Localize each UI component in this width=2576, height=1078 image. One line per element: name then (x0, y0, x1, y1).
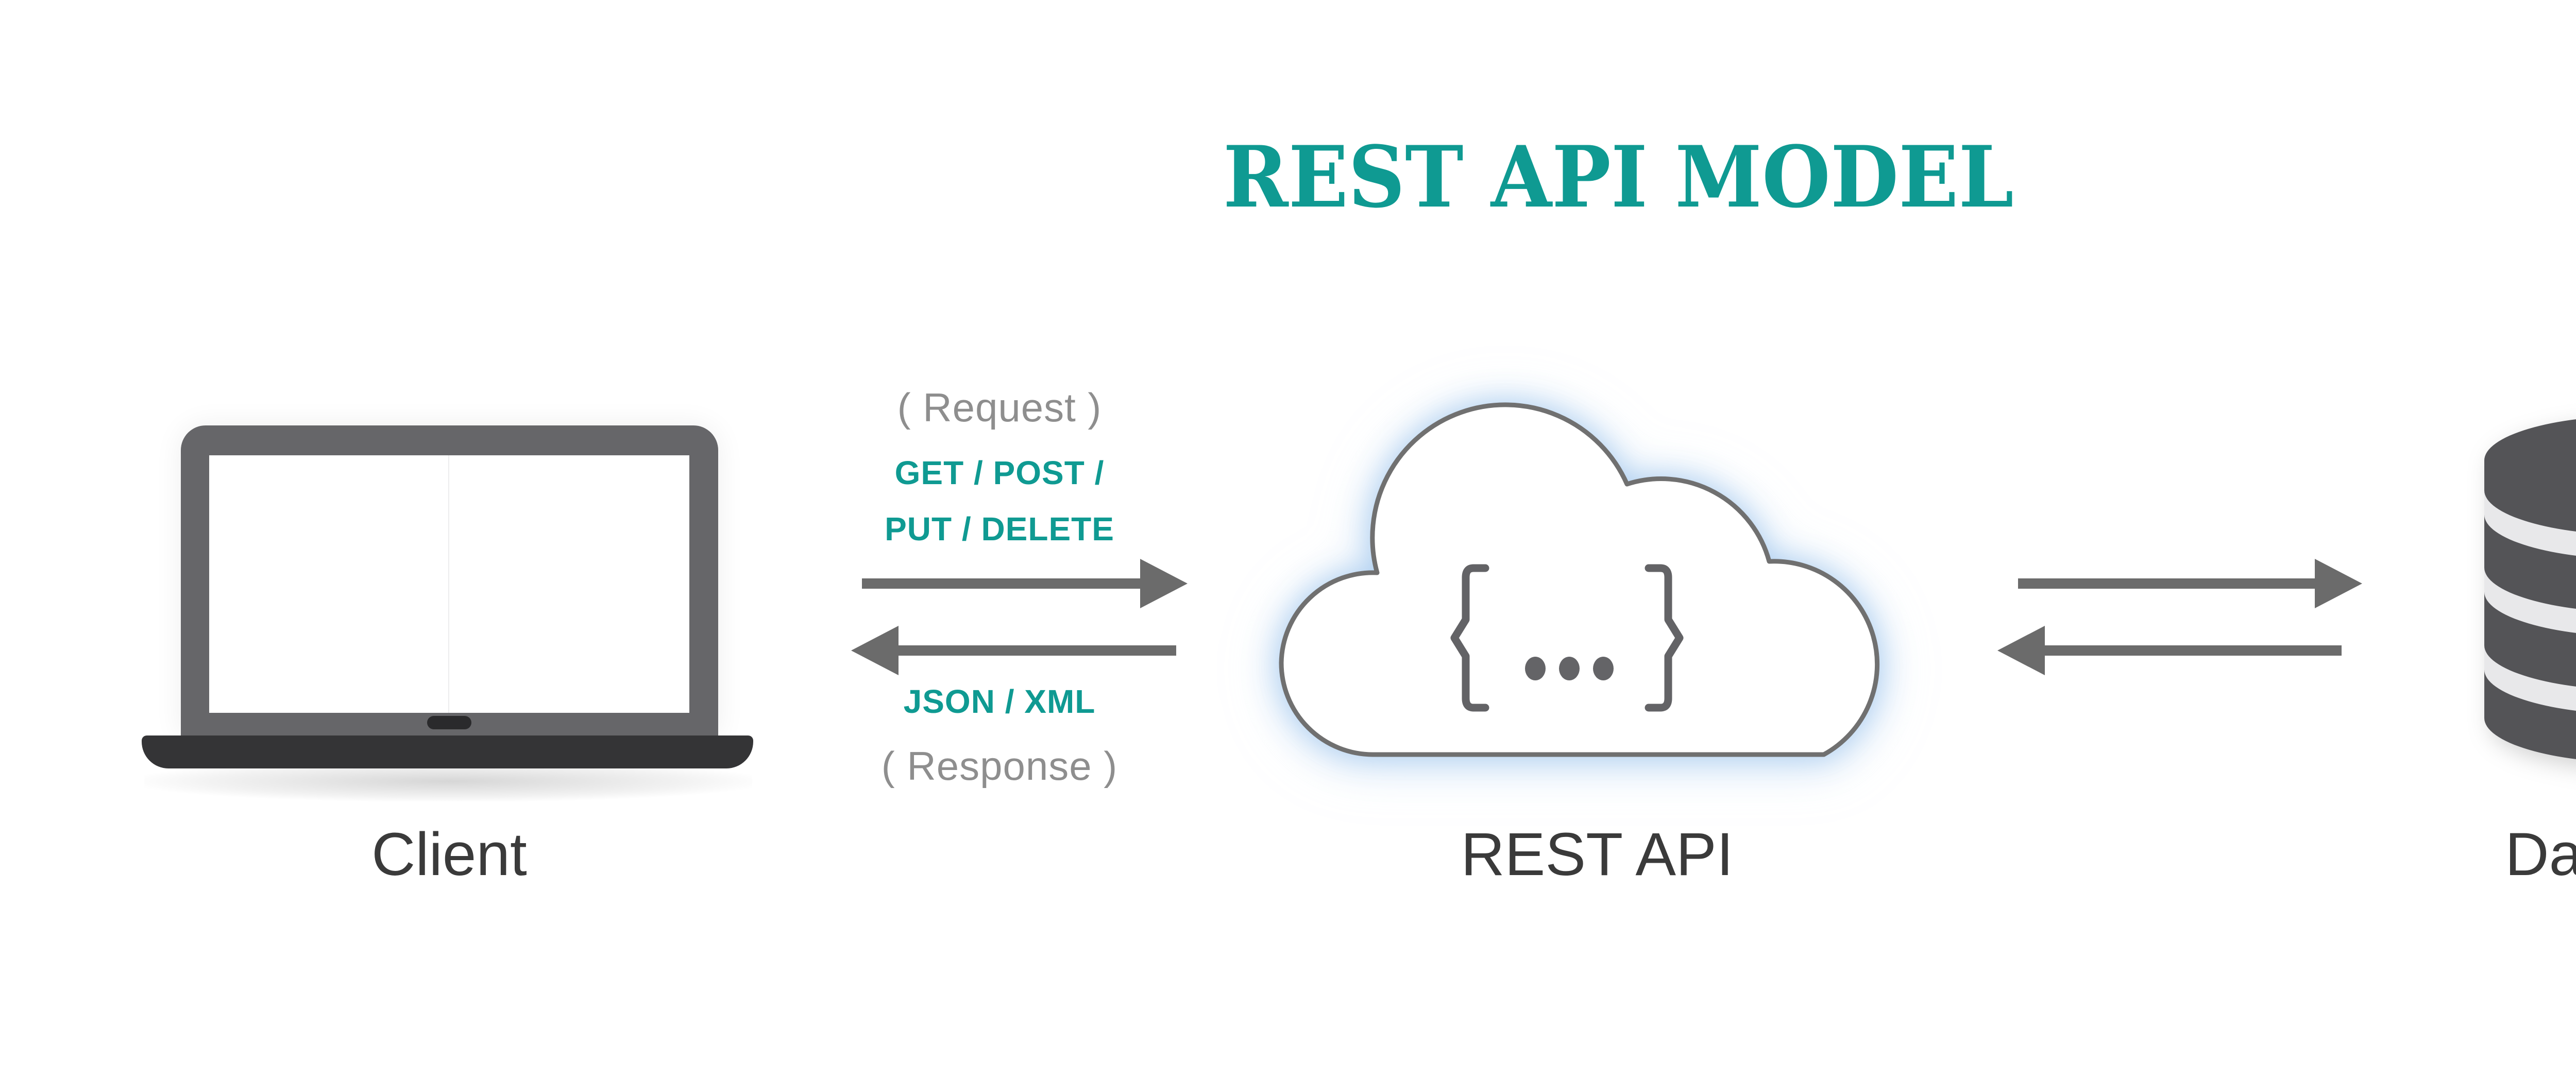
laptop-base (142, 735, 753, 768)
arrow-head (1997, 626, 2045, 675)
arrow-shaft (2018, 578, 2315, 589)
ellipsis-dots (1525, 657, 1614, 680)
right-curly-brace (1645, 564, 1684, 712)
dot (1559, 657, 1580, 680)
database-node-label: Database (2505, 820, 2576, 888)
laptop-screen-seam (448, 455, 449, 713)
arrow-head (1140, 559, 1188, 608)
arrow-shaft (898, 645, 1176, 656)
left-curly-brace (1450, 564, 1489, 712)
response-formats: JSON / XML (903, 683, 1096, 720)
arrow-shaft (862, 578, 1141, 589)
response-caption: ( Response ) (881, 743, 1118, 789)
dot (1525, 657, 1546, 680)
curly-braces-ellipsis-icon (1450, 564, 1684, 712)
request-methods-line2: PUT / DELETE (885, 510, 1114, 547)
db-disk (2484, 670, 2576, 759)
arrow-head (2315, 559, 2362, 608)
cloud-icon (1279, 402, 1880, 757)
page-title: REST API MODEL (1223, 127, 2014, 227)
db-disk (2484, 419, 2576, 532)
cloud-outline (1279, 402, 1880, 757)
db-disk (2484, 515, 2576, 609)
database-cylinder-icon (2484, 419, 2576, 759)
api-node-label: REST API (1461, 820, 1734, 888)
arrow-head (851, 626, 899, 675)
client-node-label: Client (371, 820, 527, 888)
request-caption: ( Request ) (897, 385, 1102, 430)
request-methods-line1: GET / POST / (894, 454, 1105, 491)
dot (1593, 657, 1614, 680)
laptop-latch-notch (427, 716, 471, 729)
db-disk (2484, 592, 2576, 687)
laptop-screen (209, 455, 689, 713)
arrow-shaft (2044, 645, 2342, 656)
